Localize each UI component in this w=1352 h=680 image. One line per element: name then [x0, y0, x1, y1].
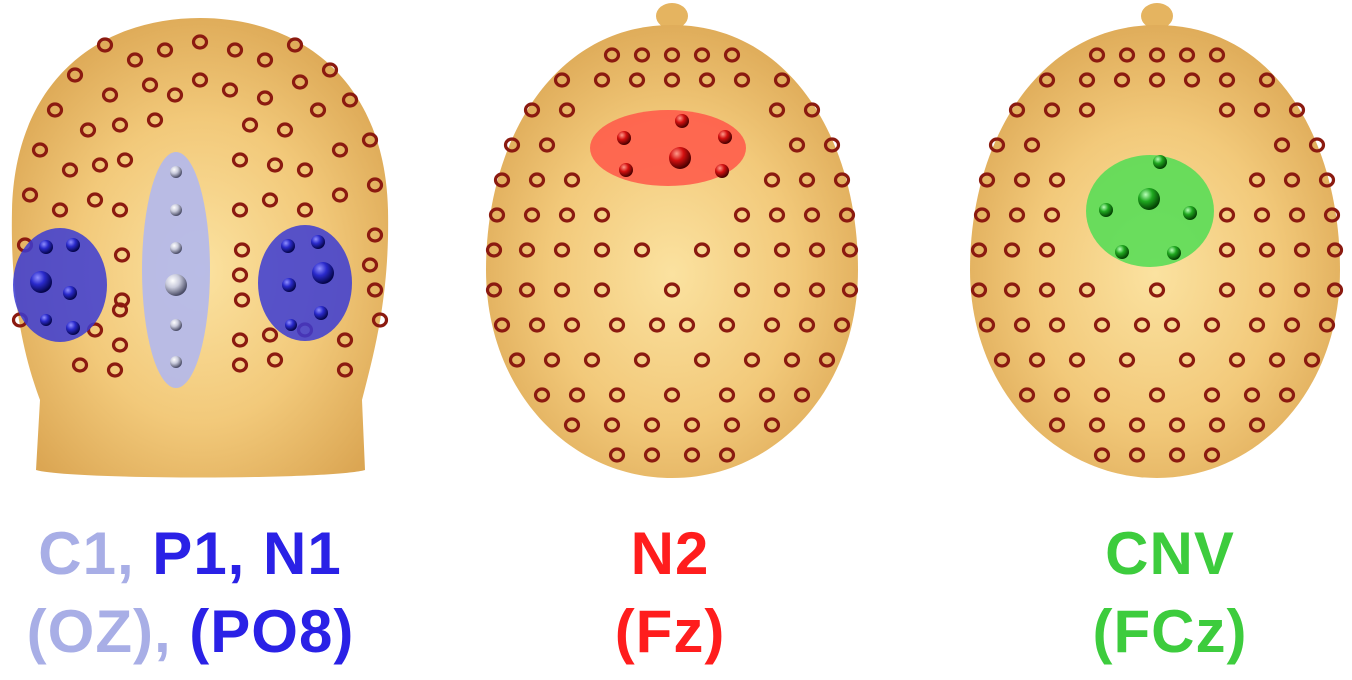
highlighted-electrode — [1183, 206, 1197, 220]
highlighted-electrode — [311, 235, 325, 249]
p1-n1-region-right — [258, 225, 352, 341]
highlighted-electrode — [165, 274, 187, 296]
highlighted-electrode — [63, 286, 77, 300]
highlighted-electrode — [617, 131, 631, 145]
highlighted-electrode — [619, 163, 633, 177]
highlighted-electrode — [1153, 155, 1167, 169]
p1-n1-region-left — [13, 228, 107, 342]
highlighted-electrode — [718, 130, 732, 144]
highlighted-electrode — [66, 321, 80, 335]
highlighted-electrode — [281, 239, 295, 253]
caption-fz: (Fz) — [560, 598, 780, 666]
highlighted-electrode — [170, 166, 182, 178]
head-top-view-n2 — [486, 3, 858, 478]
highlighted-electrode — [170, 242, 182, 254]
highlighted-electrode — [170, 319, 182, 331]
head-top-view-cnv — [970, 3, 1342, 478]
caption-run: (FCz) — [1093, 598, 1248, 665]
highlighted-electrode — [282, 278, 296, 292]
caption-run: , — [154, 598, 189, 665]
caption-c1-p1-n1: C1, P1, N1 — [20, 520, 360, 588]
highlighted-electrode — [715, 164, 729, 178]
highlighted-electrode — [170, 356, 182, 368]
highlighted-electrode — [1115, 245, 1129, 259]
caption-n2: N2 — [560, 520, 780, 588]
head-back-view — [12, 18, 388, 478]
head-shape — [486, 25, 858, 478]
caption-run: (Fz) — [615, 598, 726, 665]
highlighted-electrode — [669, 147, 691, 169]
caption-run: C1 — [38, 520, 117, 587]
caption-run: P1, N1 — [152, 520, 341, 587]
highlighted-electrode — [314, 306, 328, 320]
caption-fcz: (FCz) — [1050, 598, 1290, 666]
highlighted-electrode — [170, 204, 182, 216]
highlighted-electrode — [1138, 188, 1160, 210]
caption-run: (PO8) — [189, 598, 354, 665]
highlighted-electrode — [39, 240, 53, 254]
highlighted-electrode — [1099, 203, 1113, 217]
highlighted-electrode — [675, 114, 689, 128]
caption-run: , — [117, 520, 152, 587]
caption-cnv: CNV — [1050, 520, 1290, 588]
highlighted-electrode — [30, 271, 52, 293]
highlighted-electrode — [312, 262, 334, 284]
highlighted-electrode — [40, 314, 52, 326]
caption-oz-po8: (OZ), (PO8) — [8, 598, 373, 666]
caption-run: N2 — [631, 520, 710, 587]
highlighted-electrode — [1167, 246, 1181, 260]
caption-run: (OZ) — [27, 598, 154, 665]
caption-run: CNV — [1105, 520, 1235, 587]
c1-region — [142, 152, 210, 388]
highlighted-electrode — [285, 319, 297, 331]
highlighted-electrode — [66, 238, 80, 252]
